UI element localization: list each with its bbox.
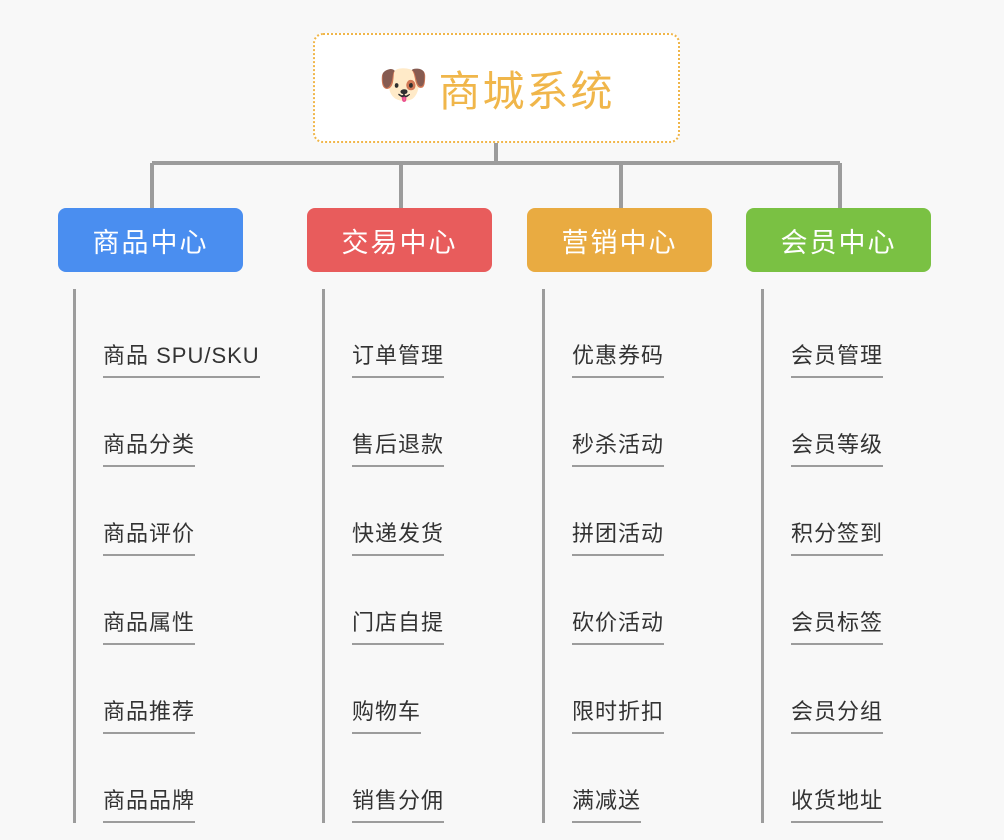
leaf-item[interactable]: 秒杀活动 <box>542 378 712 467</box>
branch-column-marketing-center: 营销中心 优惠券码 秒杀活动 拼团活动 砍价活动 限时折扣 满减送 <box>527 208 712 823</box>
branch-column-trade-center: 交易中心 订单管理 售后退款 快递发货 门店自提 购物车 销售分佣 <box>307 208 492 823</box>
leaf-item[interactable]: 砍价活动 <box>542 556 712 645</box>
branch-spine <box>73 289 76 823</box>
leaf-item[interactable]: 会员标签 <box>761 556 931 645</box>
leaf-label: 收货地址 <box>791 783 884 823</box>
leaf-label: 商品属性 <box>103 605 196 645</box>
leaf-item[interactable]: 收货地址 <box>761 734 931 823</box>
leaf-item[interactable]: 限时折扣 <box>542 645 712 734</box>
leaf-label: 满减送 <box>572 783 642 823</box>
leaf-item[interactable]: 门店自提 <box>322 556 492 645</box>
leaf-item[interactable]: 商品品牌 <box>73 734 243 823</box>
leaf-list-member-center: 会员管理 会员等级 积分签到 会员标签 会员分组 收货地址 <box>761 289 931 823</box>
leaf-item[interactable]: 商品推荐 <box>73 645 243 734</box>
leaf-item[interactable]: 购物车 <box>322 645 492 734</box>
leaf-label: 售后退款 <box>352 427 445 467</box>
root-node[interactable]: 🐶 商城系统 <box>313 33 680 143</box>
leaf-item[interactable]: 拼团活动 <box>542 467 712 556</box>
leaf-label: 会员管理 <box>791 338 884 378</box>
branch-column-member-center: 会员中心 会员管理 会员等级 积分签到 会员标签 会员分组 收货地址 <box>746 208 931 823</box>
branch-spine <box>761 289 764 823</box>
leaf-label: 优惠券码 <box>572 338 665 378</box>
category-box-member-center[interactable]: 会员中心 <box>746 208 931 272</box>
branch-spine <box>322 289 325 823</box>
leaf-item[interactable]: 会员分组 <box>761 645 931 734</box>
leaf-label: 快递发货 <box>352 516 445 556</box>
leaf-label: 会员分组 <box>791 694 884 734</box>
category-box-product-center[interactable]: 商品中心 <box>58 208 243 272</box>
leaf-item[interactable]: 会员等级 <box>761 378 931 467</box>
leaf-item[interactable]: 积分签到 <box>761 467 931 556</box>
leaf-item[interactable]: 商品属性 <box>73 556 243 645</box>
leaf-item[interactable]: 满减送 <box>542 734 712 823</box>
leaf-label: 商品推荐 <box>103 694 196 734</box>
leaf-item[interactable]: 会员管理 <box>761 289 931 378</box>
category-label: 营销中心 <box>561 227 678 258</box>
leaf-item[interactable]: 售后退款 <box>322 378 492 467</box>
leaf-item[interactable]: 快递发货 <box>322 467 492 556</box>
leaf-item[interactable]: 销售分佣 <box>322 734 492 823</box>
leaf-label: 门店自提 <box>352 605 445 645</box>
leaf-item[interactable]: 订单管理 <box>322 289 492 378</box>
category-label: 商品中心 <box>92 227 209 258</box>
leaf-label: 会员等级 <box>791 427 884 467</box>
leaf-label: 订单管理 <box>352 338 445 378</box>
leaf-label: 会员标签 <box>791 605 884 645</box>
leaf-item[interactable]: 商品分类 <box>73 378 243 467</box>
leaf-label: 积分签到 <box>791 516 884 556</box>
leaf-label: 砍价活动 <box>572 605 665 645</box>
leaf-label: 购物车 <box>352 694 422 734</box>
shiba-dog-face-icon: 🐶 <box>378 63 429 107</box>
leaf-label: 秒杀活动 <box>572 427 665 467</box>
leaf-label: 销售分佣 <box>352 783 445 823</box>
leaf-label: 限时折扣 <box>572 694 665 734</box>
leaf-list-trade-center: 订单管理 售后退款 快递发货 门店自提 购物车 销售分佣 <box>322 289 492 823</box>
branch-column-product-center: 商品中心 商品 SPU/SKU 商品分类 商品评价 商品属性 商品推荐 商品品牌 <box>58 208 260 823</box>
leaf-label: 商品 SPU/SKU <box>103 338 260 378</box>
leaf-label: 拼团活动 <box>572 516 665 556</box>
category-box-marketing-center[interactable]: 营销中心 <box>527 208 712 272</box>
leaf-item[interactable]: 优惠券码 <box>542 289 712 378</box>
category-label: 会员中心 <box>780 227 897 258</box>
category-label: 交易中心 <box>341 227 458 258</box>
category-box-trade-center[interactable]: 交易中心 <box>307 208 492 272</box>
leaf-label: 商品品牌 <box>103 783 196 823</box>
leaf-list-product-center: 商品 SPU/SKU 商品分类 商品评价 商品属性 商品推荐 商品品牌 <box>73 289 260 823</box>
leaf-label: 商品分类 <box>103 427 196 467</box>
leaf-label: 商品评价 <box>103 516 196 556</box>
root-title: 商城系统 <box>438 67 615 115</box>
branch-spine <box>542 289 545 823</box>
leaf-item[interactable]: 商品 SPU/SKU <box>73 289 260 378</box>
leaf-item[interactable]: 商品评价 <box>73 467 243 556</box>
leaf-list-marketing-center: 优惠券码 秒杀活动 拼团活动 砍价活动 限时折扣 满减送 <box>542 289 712 823</box>
